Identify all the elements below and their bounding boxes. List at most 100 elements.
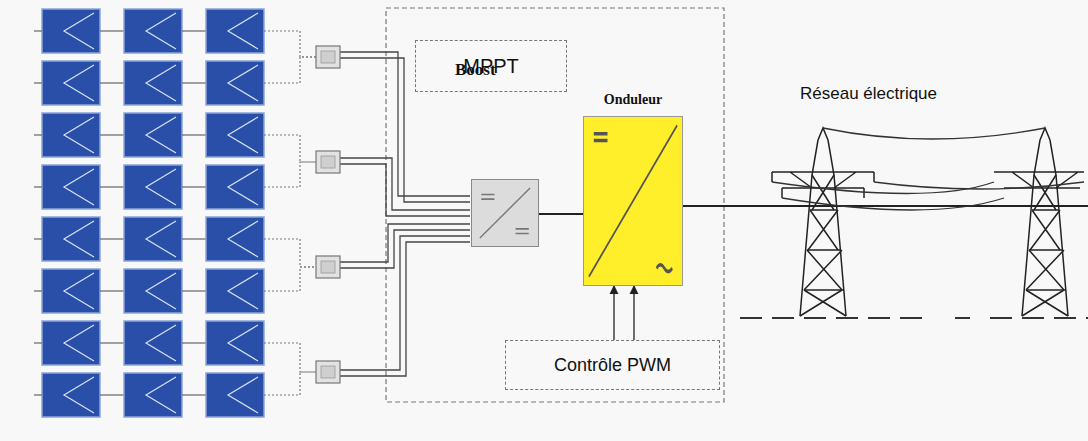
- panel-mark: [228, 221, 258, 257]
- panel-link: [34, 134, 42, 135]
- pv-panel: [124, 113, 182, 157]
- panel-mark: [146, 377, 176, 413]
- panel-link: [182, 30, 206, 31]
- junction-box: [321, 261, 335, 273]
- panel-mark: [64, 273, 94, 309]
- panel-mark: [64, 169, 94, 205]
- panel-link: [34, 82, 42, 83]
- string-wire: [264, 31, 316, 57]
- string-wire: [264, 135, 316, 162]
- junction-box: [321, 51, 335, 63]
- panel-mark: [64, 13, 94, 49]
- pv-panel: [124, 269, 182, 313]
- panel-link: [182, 134, 206, 135]
- panel-mark: [228, 377, 258, 413]
- pv-panel: [206, 373, 264, 417]
- panel-mark: [228, 65, 258, 101]
- panel-link: [182, 186, 206, 187]
- panel-link: [34, 394, 42, 395]
- panel-link: [100, 82, 124, 83]
- panel-link: [100, 238, 124, 239]
- pv-array: [34, 9, 340, 417]
- panel-link: [100, 342, 124, 343]
- pv-panel: [124, 373, 182, 417]
- panel-link: [34, 342, 42, 343]
- panel-link: [100, 134, 124, 135]
- panel-mark: [64, 325, 94, 361]
- dc-wires: [340, 52, 470, 376]
- pv-panel: [42, 61, 100, 105]
- inverter: Onduleur: [583, 92, 683, 286]
- pylon: [994, 128, 1084, 316]
- string-wire: [264, 239, 316, 267]
- junction-box: [316, 256, 340, 278]
- node-label: Onduleur: [583, 92, 683, 108]
- converter-enclosure: [386, 8, 724, 402]
- power-cables: [772, 128, 1084, 210]
- junction-box: [316, 361, 340, 383]
- panel-mark: [228, 169, 258, 205]
- pv-panel: [206, 269, 264, 313]
- panel-link: [182, 394, 206, 395]
- pv-panel: [206, 217, 264, 261]
- panel-mark: [146, 117, 176, 153]
- string-wire: [264, 267, 316, 291]
- ground-line: [740, 317, 1088, 319]
- panel-mark: [228, 117, 258, 153]
- pv-panel: [206, 321, 264, 365]
- control-arrow: [613, 286, 614, 340]
- node-label: Boost: [455, 60, 539, 80]
- panel-mark: [228, 325, 258, 361]
- control-arrow: [633, 286, 634, 340]
- junction-box: [316, 151, 340, 173]
- panel-link: [100, 290, 124, 291]
- panel-mark: [146, 221, 176, 257]
- pv-panel: [42, 373, 100, 417]
- string-wire: [264, 372, 316, 395]
- pv-panel: [42, 113, 100, 157]
- panel-link: [100, 30, 124, 31]
- panel-link: [100, 394, 124, 395]
- junction-box: [321, 156, 335, 168]
- string-wire: [264, 57, 316, 83]
- panel-link: [34, 186, 42, 187]
- pv-panel: [42, 165, 100, 209]
- dc-link: [539, 213, 583, 215]
- pv-panel: [42, 9, 100, 53]
- panel-mark: [146, 169, 176, 205]
- panel-mark: [228, 13, 258, 49]
- grid-label: Réseau électrique: [800, 84, 937, 104]
- pv-panel: [206, 61, 264, 105]
- pv-panel: [206, 165, 264, 209]
- grid-wire: [683, 205, 1088, 207]
- panel-link: [182, 342, 206, 343]
- panel-link: [34, 238, 42, 239]
- panel-link: [34, 290, 42, 291]
- panel-link: [182, 82, 206, 83]
- panel-mark: [64, 377, 94, 413]
- pv-panel: [206, 113, 264, 157]
- pv-panel: [124, 321, 182, 365]
- pv-panel: [124, 61, 182, 105]
- panel-mark: [228, 273, 258, 309]
- panel-mark: [64, 221, 94, 257]
- pv-panel: [124, 217, 182, 261]
- panel-mark: [146, 65, 176, 101]
- converter-symbol: [584, 117, 682, 285]
- string-wire: [264, 162, 316, 187]
- string-wire: [264, 343, 316, 372]
- pwm-control-box: Contrôle PWM: [505, 340, 720, 390]
- panel-link: [182, 238, 206, 239]
- panel-mark: [146, 273, 176, 309]
- pv-panel: [42, 269, 100, 313]
- converter-symbol: [472, 180, 538, 246]
- pv-panel: [124, 165, 182, 209]
- boost-converter: Boost: [455, 60, 539, 247]
- pylon: [772, 128, 874, 316]
- pv-panel: [42, 321, 100, 365]
- junction-box: [316, 46, 340, 68]
- panel-mark: [146, 13, 176, 49]
- dc-dc-box: [471, 179, 539, 247]
